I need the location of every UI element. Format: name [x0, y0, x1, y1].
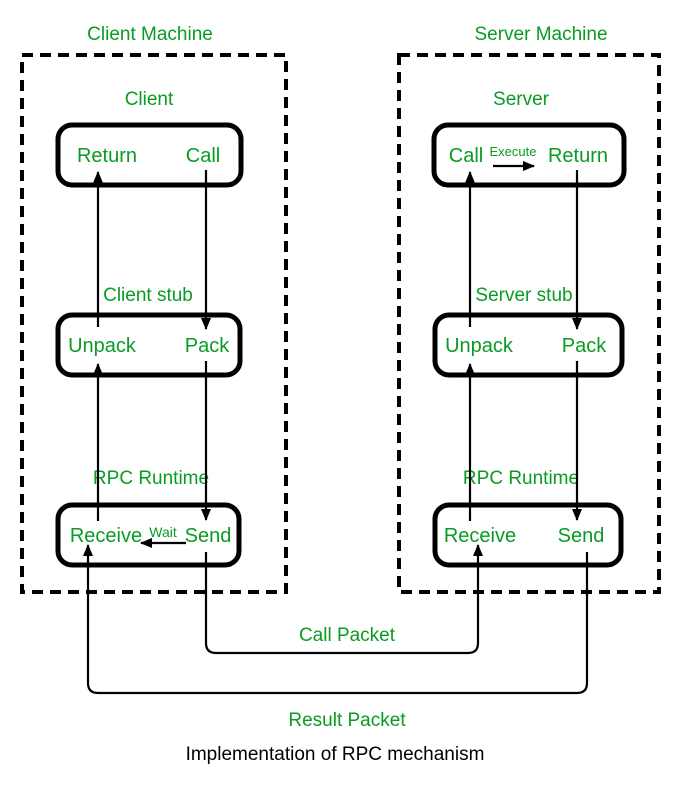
- client-call-label: Call: [186, 145, 220, 167]
- server-unpack-label: Unpack: [445, 335, 514, 357]
- call-packet-path: [204, 544, 483, 655]
- client-machine-boundary: [20, 53, 288, 594]
- server-pack-label: Pack: [562, 335, 607, 357]
- client-return-label: Return: [77, 145, 137, 167]
- server-machine-group: Server Machine Server Server stub RPC Ru…: [397, 24, 661, 594]
- client-machine-group: Client Machine Client Client stub RPC Ru…: [20, 24, 288, 594]
- server-receive-label: Receive: [444, 525, 516, 547]
- server-runtime-label: RPC Runtime: [463, 468, 579, 489]
- wait-label: Wait: [149, 524, 177, 540]
- result-packet-label: Result Packet: [288, 710, 406, 731]
- server-return-label: Return: [548, 145, 608, 167]
- execute-label: Execute: [490, 144, 537, 159]
- client-runtime-label: RPC Runtime: [93, 468, 209, 489]
- server-machine-boundary: [397, 53, 661, 594]
- client-machine-title: Client Machine: [87, 24, 213, 45]
- call-packet-label: Call Packet: [299, 625, 396, 646]
- server-call-label: Call: [449, 145, 483, 167]
- client-receive-label: Receive: [70, 525, 142, 547]
- client-call-return-box: [55, 122, 244, 188]
- server-send-label: Send: [558, 525, 605, 547]
- server-label: Server: [493, 89, 550, 110]
- result-packet-path: [83, 544, 589, 695]
- client-stub-label: Client stub: [103, 285, 193, 306]
- client-send-label: Send: [185, 525, 232, 547]
- client-pack-label: Pack: [185, 335, 230, 357]
- client-runtime-box: [55, 502, 242, 568]
- client-unpack-label: Unpack: [68, 335, 137, 357]
- server-machine-title: Server Machine: [474, 24, 607, 45]
- client-label: Client: [125, 89, 174, 110]
- server-stub-label: Server stub: [475, 285, 572, 306]
- server-stub-box: [432, 312, 625, 378]
- client-stub-box: [55, 312, 243, 378]
- diagram-caption: Implementation of RPC mechanism: [186, 744, 485, 765]
